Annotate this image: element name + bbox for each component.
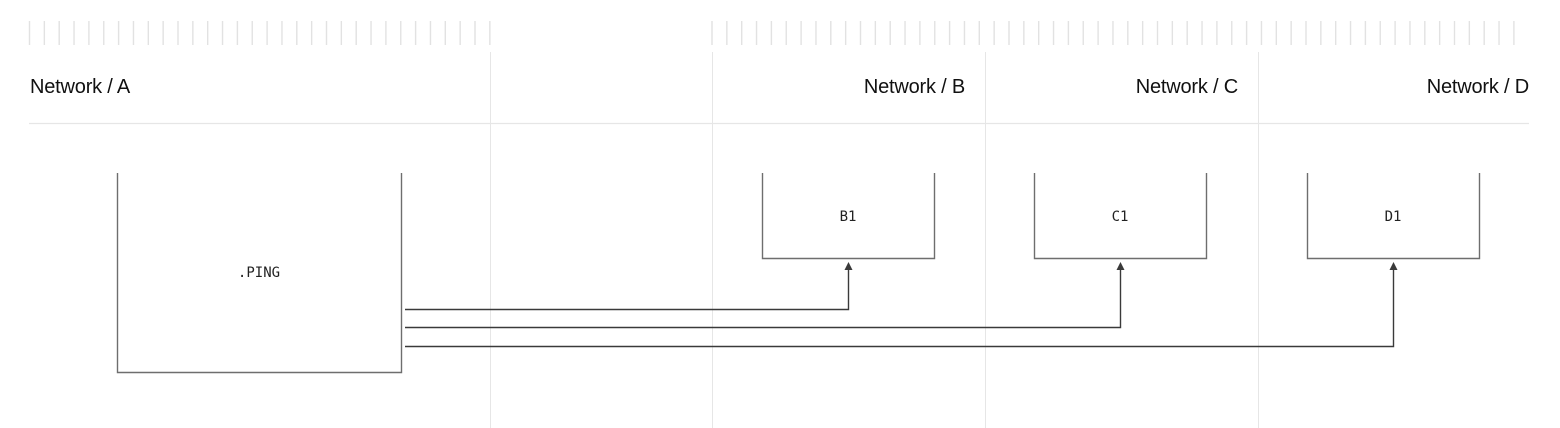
- arrowhead-icon-c1: [1116, 262, 1125, 270]
- column-title-network-d: Network / D: [1426, 76, 1529, 98]
- column-title-network-b: Network / B: [863, 76, 965, 98]
- column-title-network-c: Network / C: [1135, 76, 1238, 98]
- node-box-c1: [1033, 173, 1208, 260]
- arrowhead-icon-d1: [1389, 262, 1398, 270]
- edge-ping-to-d1: [405, 266, 1395, 348]
- node-label-ping: .PING: [237, 265, 281, 281]
- arrowhead-icon-b1: [844, 262, 853, 270]
- column-title-network-a: Network / A: [30, 76, 131, 98]
- node-box-b1: [761, 173, 936, 260]
- edge-ping-to-b1: [405, 266, 850, 311]
- node-box-d1: [1306, 173, 1481, 260]
- node-label-b1: B1: [839, 209, 857, 225]
- node-box-ping: [116, 173, 403, 374]
- node-label-d1: D1: [1384, 209, 1402, 225]
- edge-ping-to-c1: [405, 266, 1122, 329]
- node-label-c1: C1: [1111, 209, 1129, 225]
